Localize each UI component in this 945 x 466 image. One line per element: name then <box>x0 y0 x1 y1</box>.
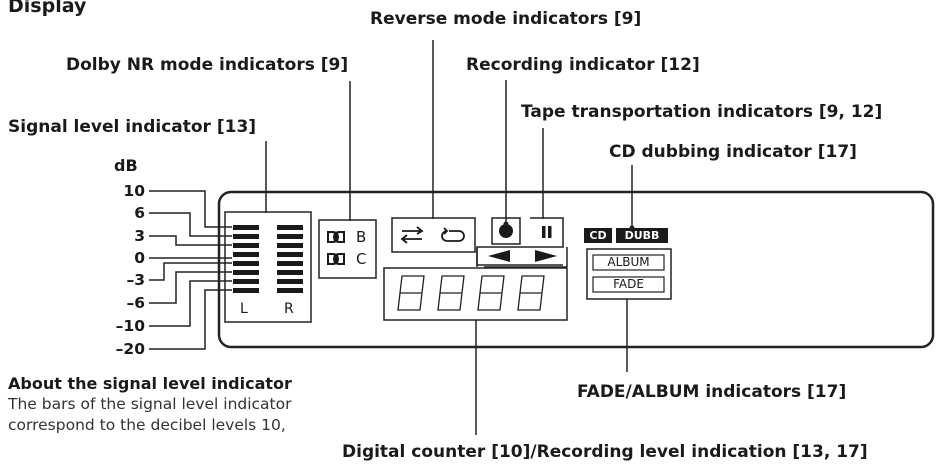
play-forward-icon <box>535 250 557 262</box>
channel-right-label: R <box>284 301 294 317</box>
counter-digits <box>397 275 545 311</box>
dolby-symbols <box>327 231 345 265</box>
signal-bars-right <box>277 225 303 293</box>
reverse-relay-icon <box>441 227 465 242</box>
db-level-3: 3 <box>134 227 145 245</box>
dolby-b-label: B <box>356 228 367 246</box>
fade-box <box>592 276 665 293</box>
db-level-10: 10 <box>123 182 145 200</box>
album-box <box>592 254 665 271</box>
label-digital-counter: Digital counter [10]/Recording level ind… <box>342 442 868 462</box>
db-unit-label: dB <box>114 156 138 175</box>
album-fade-frame <box>586 248 672 300</box>
db-leader-lines <box>149 190 232 350</box>
record-dot-icon <box>499 224 513 238</box>
reverse-box <box>391 217 476 253</box>
label-fade-album: FADE/ALBUM indicators [17] <box>577 382 847 402</box>
about-heading: About the signal level indicator <box>8 374 292 393</box>
transport-outline <box>476 217 564 266</box>
dolby-c-label: C <box>356 250 367 268</box>
label-dolby-nr: Dolby NR mode indicators [9] <box>66 55 349 75</box>
about-body-text: The bars of the signal level indicator c… <box>8 395 292 434</box>
dolby-box <box>318 219 377 279</box>
db-level-6: 6 <box>134 204 145 222</box>
db-level-minus10: –10 <box>115 317 145 335</box>
signal-meter-frame <box>224 211 312 323</box>
callout-lines <box>265 40 633 435</box>
cd-badge-bg <box>584 228 612 243</box>
cd-badge: CD <box>589 229 607 242</box>
play-reverse-icon <box>488 250 510 262</box>
pause-icon <box>542 226 552 238</box>
db-level-minus20: –20 <box>115 340 145 358</box>
page-heading: Display <box>8 0 87 17</box>
label-cd-dubbing: CD dubbing indicator [17] <box>609 142 857 162</box>
db-level-minus3: –3 <box>126 271 145 289</box>
label-tape-transport: Tape transportation indicators [9, 12] <box>521 102 883 122</box>
reverse-one-way-icon <box>400 226 424 244</box>
dubb-badge-bg <box>616 228 668 243</box>
db-level-minus6: –6 <box>126 294 145 312</box>
display-panel <box>217 190 935 349</box>
fade-indicator: FADE <box>613 277 644 291</box>
label-signal-level: Signal level indicator [13] <box>8 117 257 137</box>
signal-bars-left <box>233 225 259 293</box>
album-indicator: ALBUM <box>607 255 650 269</box>
dubb-badge: DUBB <box>624 229 660 242</box>
label-recording: Recording indicator [12] <box>466 55 700 75</box>
channel-left-label: L <box>240 301 248 317</box>
db-level-0: 0 <box>134 249 145 267</box>
label-reverse-mode: Reverse mode indicators [9] <box>370 9 642 29</box>
